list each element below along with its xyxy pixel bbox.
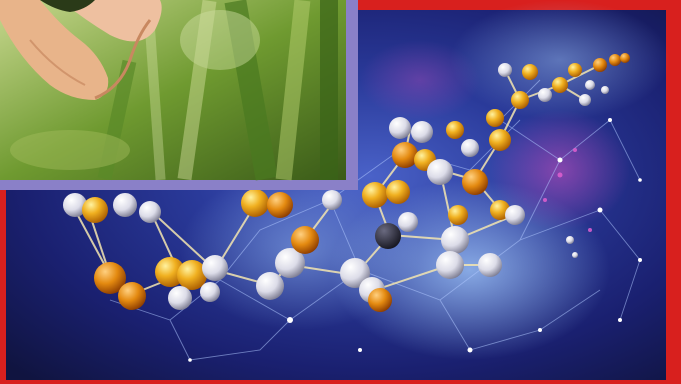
hands-photo <box>0 0 346 181</box>
hands-icon <box>0 0 162 100</box>
molecule <box>63 53 630 312</box>
sparkles <box>188 118 642 362</box>
